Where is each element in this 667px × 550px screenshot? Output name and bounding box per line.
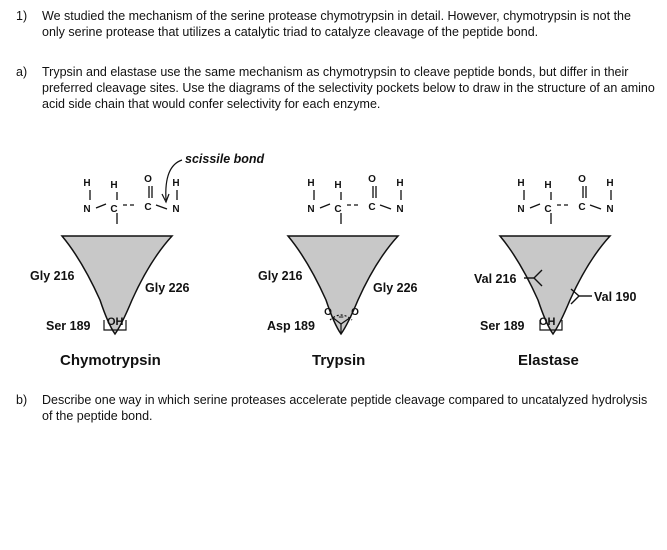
elastase-right-label: Val 190 (594, 290, 637, 304)
elastase-panel: H N H C O C H N (498, 174, 614, 336)
backbone-c-atom: C (144, 202, 151, 213)
backbone-c-atom: C (544, 204, 551, 215)
selectivity-pocket-figure: H N H C O C H N (0, 148, 667, 378)
bond-line (95, 203, 107, 209)
bond-line (155, 204, 168, 210)
question-1-text: We studied the mechanism of the serine p… (42, 9, 631, 39)
selectivity-pocket (498, 235, 612, 336)
chymotrypsin-right-label: Gly 226 (145, 281, 190, 295)
chymotrypsin-panel: H N H C O C H N (60, 159, 183, 336)
bond-line (589, 204, 602, 210)
carboxylate-o-atom: O (351, 307, 359, 318)
trypsin-name: Trypsin (312, 352, 366, 369)
ser-oh-bracket (103, 320, 127, 331)
chymotrypsin-oh-label: OH (107, 316, 124, 328)
backbone-h-atom: H (334, 180, 341, 191)
peptide-backbone: H N H C O C H N (517, 174, 614, 224)
backbone-h-atom: H (544, 180, 551, 191)
trypsin-panel: H N H C O C H N (286, 174, 404, 336)
peptide-backbone: H N H C O C H N (83, 159, 183, 224)
arrow-head (161, 193, 170, 204)
question-a-text: Trypsin and elastase use the same mechan… (42, 65, 655, 111)
backbone-h-atom: H (517, 178, 524, 189)
scissile-bond-arrow (165, 159, 183, 201)
question-b-text: Describe one way in which serine proteas… (42, 393, 648, 423)
peptide-backbone: H N H C O C H N (307, 174, 404, 224)
backbone-n-atom: N (517, 204, 524, 215)
chymotrypsin-bottom-label: Ser 189 (46, 319, 91, 333)
elastase-name: Elastase (518, 352, 579, 369)
bond-line (529, 203, 541, 209)
carboxylate-group: O O − (324, 307, 359, 334)
elastase-bottom-label: Ser 189 (480, 319, 525, 333)
backbone-n-atom: N (307, 204, 314, 215)
backbone-c-atom: C (578, 202, 585, 213)
backbone-n-atom: N (396, 204, 403, 215)
backbone-h-atom: H (172, 178, 179, 189)
backbone-c-atom: C (334, 204, 341, 215)
backbone-o-atom: O (368, 174, 376, 185)
backbone-n-atom: N (606, 204, 613, 215)
valine-side-chains (524, 269, 592, 305)
carboxylate-bond (331, 316, 342, 325)
backbone-c-atom: C (110, 204, 117, 215)
question-a-number: a) (16, 65, 28, 79)
backbone-h-atom: H (83, 178, 90, 189)
backbone-n-atom: N (172, 204, 179, 215)
val190-isopropyl (570, 288, 580, 305)
question-b-number: b) (16, 393, 28, 407)
backbone-h-atom: H (396, 178, 403, 189)
bond-line (379, 204, 392, 210)
backbone-o-atom: O (144, 174, 152, 185)
backbone-n-atom: N (83, 204, 90, 215)
ser-oh-bracket (539, 320, 563, 331)
chymotrypsin-left-label: Gly 216 (30, 269, 75, 283)
scissile-bond-label: scissile bond (185, 152, 265, 166)
val216-isopropyl (533, 269, 543, 287)
trypsin-right-label: Gly 226 (373, 281, 418, 295)
bond-line (319, 203, 331, 209)
elastase-left-label: Val 216 (474, 272, 517, 286)
question-1-number: 1) (16, 9, 28, 23)
elastase-oh-label: OH (539, 316, 556, 328)
selectivity-pocket (60, 235, 174, 336)
carboxylate-o-atom: O (324, 307, 332, 318)
chymotrypsin-name: Chymotrypsin (60, 352, 161, 369)
resonance-dashes (329, 314, 353, 321)
backbone-c-atom: C (368, 202, 375, 213)
backbone-h-atom: H (110, 180, 117, 191)
backbone-h-atom: H (307, 178, 314, 189)
backbone-o-atom: O (578, 174, 586, 185)
trypsin-bottom-label: Asp 189 (267, 319, 315, 333)
backbone-h-atom: H (606, 178, 613, 189)
negative-charge-mark: − (338, 312, 343, 322)
pocket-diagrams: H N H C O C H N (60, 159, 614, 336)
trypsin-left-label: Gly 216 (258, 269, 303, 283)
